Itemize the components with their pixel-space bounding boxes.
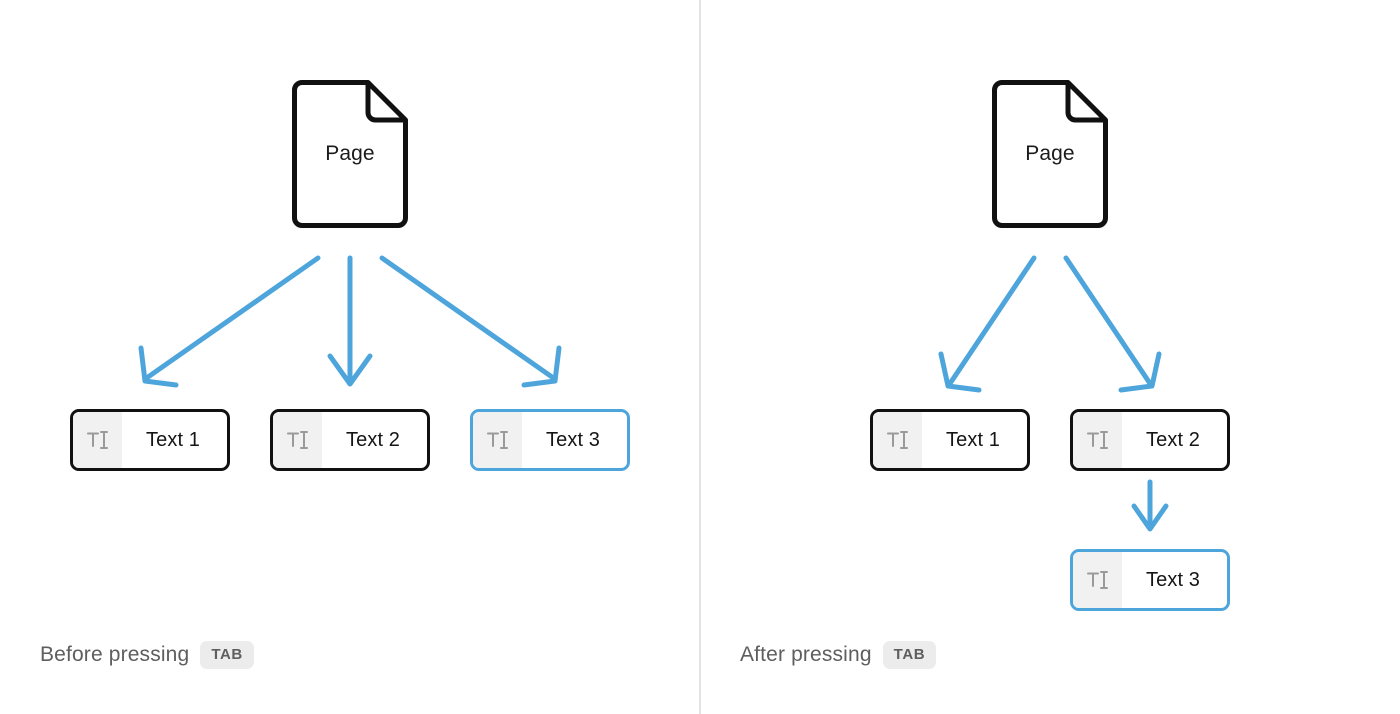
- text-tool-icon: [873, 412, 922, 468]
- panel-divider: [699, 0, 701, 714]
- text-node-label: Text 3: [1146, 568, 1200, 591]
- text-tool-icon: [473, 412, 522, 468]
- caption-before-text: Before pressing: [40, 643, 190, 666]
- text-node-label: Text 2: [346, 428, 400, 451]
- page-document-icon: [292, 80, 408, 228]
- page-node-label: Page: [325, 142, 375, 165]
- text-node-label: Text 3: [546, 428, 600, 451]
- text-tool-icon: [1073, 412, 1122, 468]
- tab-key-badge-before: TAB: [200, 641, 254, 669]
- page-node-after[interactable]: Page: [990, 78, 1110, 230]
- arrow-page-to-text-2-before: [327, 255, 373, 387]
- arrow-page-to-text-2-after: [1063, 255, 1162, 393]
- tab-key-badge-after: TAB: [882, 641, 937, 669]
- text-node-label: Text 1: [146, 428, 200, 451]
- text-node-text-2-before[interactable]: Text 2: [270, 409, 430, 471]
- text-node-text-3-before[interactable]: Text 3: [470, 409, 630, 471]
- caption-after-text: After pressing: [740, 643, 872, 666]
- text-node-text-2-after[interactable]: Text 2: [1070, 409, 1230, 471]
- text-node-text-1-after[interactable]: Text 1: [870, 409, 1030, 471]
- caption-after: After pressing TAB: [740, 641, 937, 669]
- caption-before: Before pressing TAB: [40, 641, 254, 669]
- text-node-label: Text 2: [1146, 428, 1200, 451]
- text-tool-icon: [73, 412, 122, 468]
- text-node-text-1-before[interactable]: Text 1: [70, 409, 230, 471]
- page-document-icon: [992, 80, 1108, 228]
- arrow-page-to-text-1-after: [938, 255, 1037, 393]
- text-tool-icon: [273, 412, 322, 468]
- arrow-page-to-text-1-before: [138, 255, 321, 388]
- text-node-label: Text 1: [946, 428, 1000, 451]
- page-node-before[interactable]: Page: [290, 78, 410, 230]
- text-tool-icon: [1073, 552, 1122, 608]
- text-node-text-3-after[interactable]: Text 3: [1070, 549, 1230, 611]
- arrow-page-to-text-3-before: [379, 255, 562, 388]
- page-node-label: Page: [1025, 142, 1075, 165]
- arrow-text-2-to-text-3-after: [1131, 479, 1169, 532]
